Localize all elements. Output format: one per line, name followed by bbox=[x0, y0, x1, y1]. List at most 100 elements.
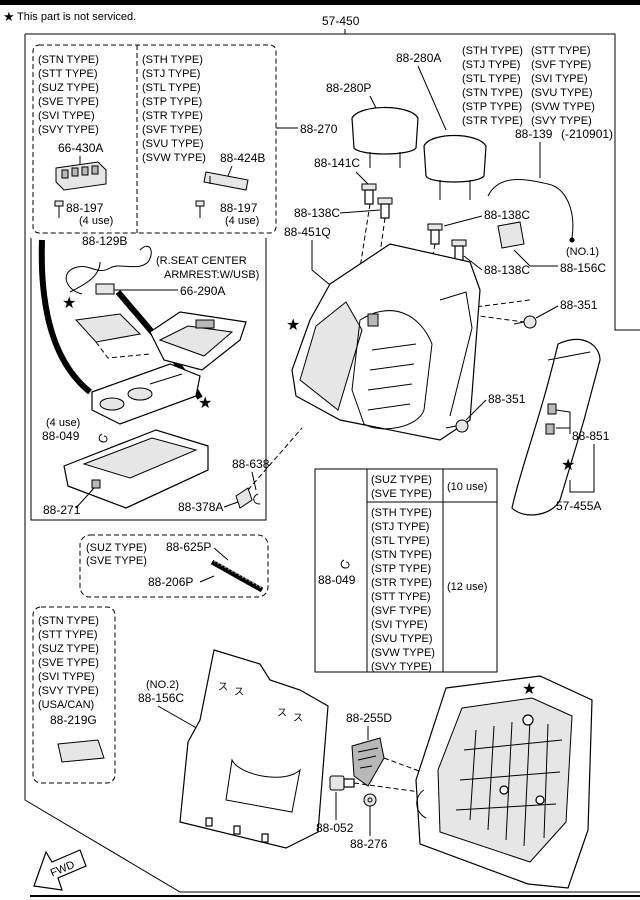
console-type-list-right: (STH TYPE) (STJ TYPE) (STL TYPE) (STP TY… bbox=[142, 54, 206, 164]
cable-88-139 bbox=[487, 178, 574, 239]
trim-rail-left bbox=[38, 239, 92, 395]
not-serviced-star-icon: ★ bbox=[62, 293, 76, 312]
svg-text:(SUZ TYPE): (SUZ TYPE) bbox=[371, 474, 432, 486]
label-88-138C-b[interactable]: 88-138C bbox=[484, 208, 530, 222]
label-57-450[interactable]: 57-450 bbox=[322, 14, 360, 28]
label-88-219G[interactable]: 88-219G bbox=[50, 713, 97, 727]
bolt-88-351 bbox=[513, 315, 537, 329]
label-88-351-a[interactable]: 88-351 bbox=[560, 298, 598, 312]
label-66-290A[interactable]: 66-290A bbox=[180, 284, 225, 298]
label-57-455A[interactable]: 57-455A bbox=[556, 499, 601, 513]
not-serviced-star-icon: ★ bbox=[522, 679, 536, 698]
label-88-141C[interactable]: 88-141C bbox=[314, 156, 360, 170]
console-base-88-271 bbox=[63, 429, 209, 509]
svg-text:(10 use): (10 use) bbox=[447, 481, 487, 493]
bolt-88-351 bbox=[445, 419, 469, 433]
svg-text:(SVI TYPE): (SVI TYPE) bbox=[38, 110, 95, 122]
label-88-139-note: (-210901) bbox=[561, 127, 613, 141]
label-88-276[interactable]: 88-276 bbox=[350, 837, 388, 851]
label-88-197-a[interactable]: 88-197 bbox=[66, 201, 104, 215]
pad-type-box bbox=[32, 606, 116, 784]
label-88-156C-b[interactable]: 88-156C bbox=[138, 691, 184, 705]
svg-text:(STT TYPE): (STT TYPE) bbox=[531, 45, 591, 57]
svg-text:(SVU TYPE): (SVU TYPE) bbox=[531, 87, 593, 99]
svg-text:(STN TYPE): (STN TYPE) bbox=[371, 549, 432, 561]
clip-icon bbox=[98, 433, 108, 443]
not-serviced-star-icon: ★ bbox=[3, 10, 15, 25]
parts-table-88-049: (SUZ TYPE) (SVE TYPE) (10 use) (STH TYPE… bbox=[314, 468, 498, 673]
washer-88-276 bbox=[363, 793, 377, 807]
svg-text:ス: ス bbox=[277, 708, 287, 719]
svg-text:(STP TYPE): (STP TYPE) bbox=[462, 101, 522, 113]
headrest-88-280P bbox=[351, 106, 419, 168]
svg-text:(STR TYPE): (STR TYPE) bbox=[371, 577, 432, 589]
label-88-451Q[interactable]: 88-451Q bbox=[284, 225, 331, 239]
qty-4-use-c: (4 use) bbox=[46, 417, 80, 429]
fwd-arrow-icon: FWD bbox=[33, 849, 87, 891]
console-pad bbox=[74, 313, 142, 343]
label-88-049-a[interactable]: 88-049 bbox=[42, 429, 80, 443]
seat-back-cushion bbox=[291, 243, 481, 441]
label-88-378A[interactable]: 88-378A bbox=[178, 500, 223, 514]
label-88-156C-a[interactable]: 88-156C bbox=[560, 261, 606, 275]
label-88-206P[interactable]: 88-206P bbox=[148, 575, 193, 589]
console-type-box bbox=[32, 44, 277, 234]
armrest-lid bbox=[149, 311, 247, 371]
svg-text:ス: ス bbox=[218, 682, 228, 693]
svg-text:(SVI TYPE): (SVI TYPE) bbox=[38, 671, 95, 683]
svg-text:(STL TYPE): (STL TYPE) bbox=[371, 535, 430, 547]
switch-panel-66-430A bbox=[55, 161, 107, 191]
label-88-138C-c[interactable]: 88-138C bbox=[484, 263, 530, 277]
svg-text:(SVI TYPE): (SVI TYPE) bbox=[371, 619, 428, 631]
trim-strip-box bbox=[79, 534, 269, 598]
label-88-280P[interactable]: 88-280P bbox=[326, 81, 371, 95]
label-88-197-b[interactable]: 88-197 bbox=[220, 201, 258, 215]
lever-88-255D bbox=[351, 737, 385, 787]
label-88-255D[interactable]: 88-255D bbox=[346, 711, 392, 725]
headrest-type-list-left: (STH TYPE) (STJ TYPE) (STL TYPE) (STN TY… bbox=[462, 45, 523, 127]
label-88-138C-a[interactable]: 88-138C bbox=[294, 206, 340, 220]
assembly-frame bbox=[25, 33, 640, 331]
svg-text:(STJ TYPE): (STJ TYPE) bbox=[371, 521, 429, 533]
svg-text:(SUZ TYPE): (SUZ TYPE) bbox=[38, 82, 99, 94]
knob-88-052 bbox=[329, 775, 355, 791]
screw-icon bbox=[54, 200, 64, 218]
svg-text:(STH TYPE): (STH TYPE) bbox=[371, 507, 432, 519]
guide-88-141C bbox=[361, 183, 377, 205]
svg-text:(SVW TYPE): (SVW TYPE) bbox=[142, 152, 206, 164]
label-88-271[interactable]: 88-271 bbox=[43, 503, 81, 517]
label-88-351-b[interactable]: 88-351 bbox=[488, 392, 526, 406]
headrest-type-list-right: (STT TYPE) (SVF TYPE) (SVI TYPE) (SVU TY… bbox=[531, 45, 595, 127]
label-88-270[interactable]: 88-270 bbox=[300, 122, 338, 136]
pad-88-219G bbox=[57, 739, 105, 763]
svg-text:(STN TYPE): (STN TYPE) bbox=[38, 54, 99, 66]
svg-text:(STH TYPE): (STH TYPE) bbox=[462, 45, 523, 57]
label-88-052[interactable]: 88-052 bbox=[316, 821, 354, 835]
label-66-430A[interactable]: 66-430A bbox=[58, 141, 103, 155]
label-88-625P[interactable]: 88-625P bbox=[166, 540, 211, 554]
svg-text:(SUZ TYPE): (SUZ TYPE) bbox=[38, 643, 99, 655]
svg-text:(SVY TYPE): (SVY TYPE) bbox=[38, 124, 99, 136]
label-88-424B[interactable]: 88-424B bbox=[220, 151, 265, 165]
label-88-129B[interactable]: 88-129B bbox=[82, 234, 127, 248]
label-88-139[interactable]: 88-139 bbox=[515, 127, 553, 141]
svg-text:(STR TYPE): (STR TYPE) bbox=[142, 110, 203, 122]
not-serviced-note: This part is not serviced. bbox=[17, 11, 136, 23]
svg-text:(SVF TYPE): (SVF TYPE) bbox=[371, 605, 431, 617]
svg-text:(SVU TYPE): (SVU TYPE) bbox=[371, 633, 433, 645]
trim-type-list: (SUZ TYPE) (SVE TYPE) bbox=[86, 542, 147, 567]
label-88-280A[interactable]: 88-280A bbox=[396, 51, 441, 65]
label-88-049-b[interactable]: 88-049 bbox=[318, 573, 356, 587]
svg-text:(SVE TYPE): (SVE TYPE) bbox=[38, 657, 99, 669]
label-88-638[interactable]: 88-638 bbox=[232, 457, 270, 471]
svg-text:(STP TYPE): (STP TYPE) bbox=[371, 563, 431, 575]
not-serviced-star-icon: ★ bbox=[286, 315, 300, 334]
svg-text:(SVU TYPE): (SVU TYPE) bbox=[142, 138, 204, 150]
console-type-list-left: (STN TYPE) (STT TYPE) (SUZ TYPE) (SVE TY… bbox=[38, 54, 99, 136]
guide-88-138C bbox=[451, 239, 467, 261]
svg-text:(SVY TYPE): (SVY TYPE) bbox=[531, 115, 592, 127]
svg-text:(R.SEAT CENTER: (R.SEAT CENTER bbox=[156, 255, 247, 267]
svg-text:(12 use): (12 use) bbox=[447, 581, 487, 593]
label-88-851[interactable]: 88-851 bbox=[572, 429, 610, 443]
not-serviced-star-icon: ★ bbox=[198, 393, 212, 412]
